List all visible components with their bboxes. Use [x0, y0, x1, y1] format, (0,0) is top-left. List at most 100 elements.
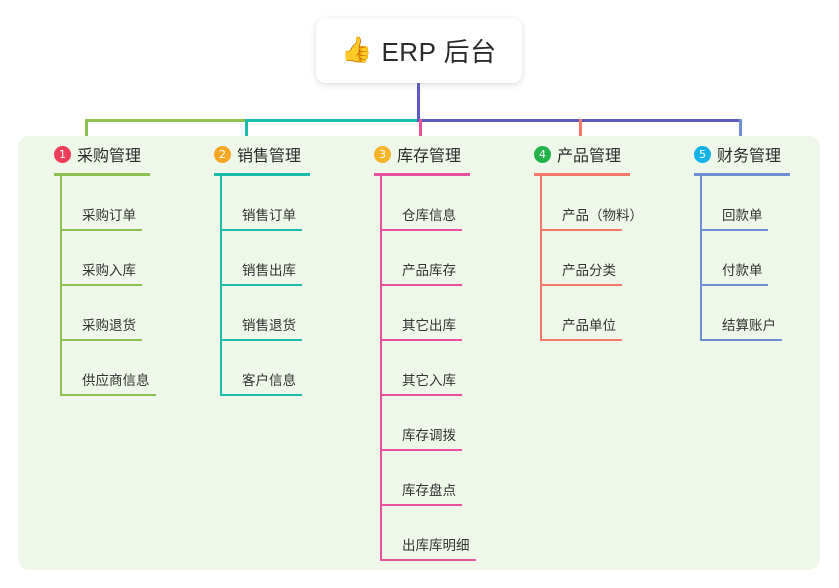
category-item-underline	[220, 339, 302, 341]
category-item[interactable]: 产品库存	[380, 231, 516, 286]
category-item-label: 客户信息	[242, 373, 296, 388]
category-underline	[374, 173, 470, 176]
category-item-label: 结算账户	[722, 318, 776, 333]
category-item-label: 采购入库	[82, 263, 136, 278]
category-spine	[60, 176, 62, 396]
category-underline	[214, 173, 310, 176]
thumbs-up-icon: 👍	[341, 36, 373, 64]
category-item-underline	[380, 284, 462, 286]
category-item-list: 回款单付款单结算账户	[700, 176, 836, 341]
category-item[interactable]: 客户信息	[220, 341, 356, 396]
category-number-badge: 1	[54, 145, 71, 163]
branch-stub-5	[739, 119, 742, 138]
category-item-list: 采购订单采购入库采购退货供应商信息	[60, 176, 196, 396]
category-item[interactable]: 产品分类	[540, 231, 676, 286]
category-item[interactable]: 出库库明细	[380, 506, 516, 561]
category-item-label: 产品库存	[402, 263, 456, 278]
category-item-label: 库存盘点	[402, 483, 456, 498]
category-spine	[380, 176, 382, 561]
category-item[interactable]: 采购退货	[60, 286, 196, 341]
category-column: 2 销售管理销售订单销售出库销售退货客户信息	[196, 136, 356, 396]
category-item-label: 其它入库	[402, 373, 456, 388]
category-item-underline	[700, 339, 782, 341]
category-item-underline	[700, 229, 768, 231]
category-item-label: 回款单	[722, 208, 763, 223]
category-header[interactable]: 5 财务管理	[676, 136, 836, 172]
category-item-underline	[220, 284, 302, 286]
category-item-label: 出库库明细	[402, 538, 470, 553]
category-item[interactable]: 采购订单	[60, 176, 196, 231]
branch-stub-1	[85, 119, 88, 138]
branch-stub-3	[419, 119, 422, 138]
category-item-label: 仓库信息	[402, 208, 456, 223]
category-item-underline	[380, 559, 476, 561]
category-number-badge: 4	[534, 145, 551, 163]
category-item-label: 供应商信息	[82, 373, 150, 388]
category-item[interactable]: 库存盘点	[380, 451, 516, 506]
category-column: 1 采购管理采购订单采购入库采购退货供应商信息	[36, 136, 196, 396]
category-item[interactable]: 销售退货	[220, 286, 356, 341]
branch-stub-4	[579, 119, 582, 138]
category-spine	[220, 176, 222, 396]
category-item-underline	[60, 284, 142, 286]
category-title: 库存管理	[397, 148, 462, 165]
category-item-underline	[220, 229, 302, 231]
category-item[interactable]: 供应商信息	[60, 341, 196, 396]
category-header[interactable]: 3 库存管理	[356, 136, 516, 172]
category-header[interactable]: 1 采购管理	[36, 136, 196, 172]
branch-stub-2	[245, 119, 248, 138]
root-connector-vertical	[417, 83, 420, 122]
category-spine	[540, 176, 542, 341]
category-item[interactable]: 结算账户	[700, 286, 836, 341]
category-item-label: 产品（物料）	[562, 208, 643, 223]
root-node-card[interactable]: 👍 ERP 后台	[316, 18, 522, 83]
category-item[interactable]: 采购入库	[60, 231, 196, 286]
category-underline	[534, 173, 630, 176]
category-item-list: 仓库信息产品库存其它出库其它入库库存调拨库存盘点出库库明细	[380, 176, 516, 561]
category-item[interactable]: 销售出库	[220, 231, 356, 286]
trunk-segment-1	[85, 119, 245, 122]
category-item-label: 付款单	[722, 263, 763, 278]
category-item[interactable]: 产品（物料）	[540, 176, 676, 231]
category-item-underline	[220, 394, 302, 396]
category-item-underline	[540, 339, 622, 341]
category-item[interactable]: 库存调拨	[380, 396, 516, 451]
category-item-list: 产品（物料） 产品分类产品单位	[540, 176, 676, 341]
category-item-label: 销售订单	[242, 208, 296, 223]
category-item[interactable]: 其它入库	[380, 341, 516, 396]
category-number-badge: 3	[374, 145, 391, 163]
category-item[interactable]: 仓库信息	[380, 176, 516, 231]
category-item-label: 库存调拨	[402, 428, 456, 443]
category-item-underline	[700, 284, 768, 286]
category-item-underline	[380, 504, 462, 506]
category-column: 3 库存管理仓库信息产品库存其它出库其它入库库存调拨库存盘点出库库明细	[356, 136, 516, 561]
category-item[interactable]: 付款单	[700, 231, 836, 286]
root-title: ERP 后台	[381, 37, 497, 67]
category-item-underline	[60, 229, 142, 231]
category-item-underline	[60, 339, 142, 341]
category-item-underline	[540, 284, 622, 286]
trunk-segment-2	[245, 119, 417, 122]
category-item[interactable]: 回款单	[700, 176, 836, 231]
category-header[interactable]: 2 销售管理	[196, 136, 356, 172]
category-item[interactable]: 其它出库	[380, 286, 516, 341]
category-item-label: 其它出库	[402, 318, 456, 333]
category-number-badge: 2	[214, 145, 231, 163]
category-item[interactable]: 产品单位	[540, 286, 676, 341]
category-underline	[694, 173, 790, 176]
category-item-underline	[380, 394, 462, 396]
category-item-list: 销售订单销售出库销售退货客户信息	[220, 176, 356, 396]
category-item-underline	[380, 339, 462, 341]
category-item-underline	[60, 394, 156, 396]
category-item-label: 采购退货	[82, 318, 136, 333]
category-item-underline	[380, 229, 462, 231]
category-item[interactable]: 销售订单	[220, 176, 356, 231]
category-number-badge: 5	[694, 145, 711, 163]
category-underline	[54, 173, 150, 176]
category-title: 采购管理	[77, 148, 142, 165]
category-title: 销售管理	[237, 148, 302, 165]
category-title: 财务管理	[717, 148, 782, 165]
category-panel: 1 采购管理采购订单采购入库采购退货供应商信息 2 销售管理销售订单销售出库销售退货客…	[18, 136, 820, 570]
